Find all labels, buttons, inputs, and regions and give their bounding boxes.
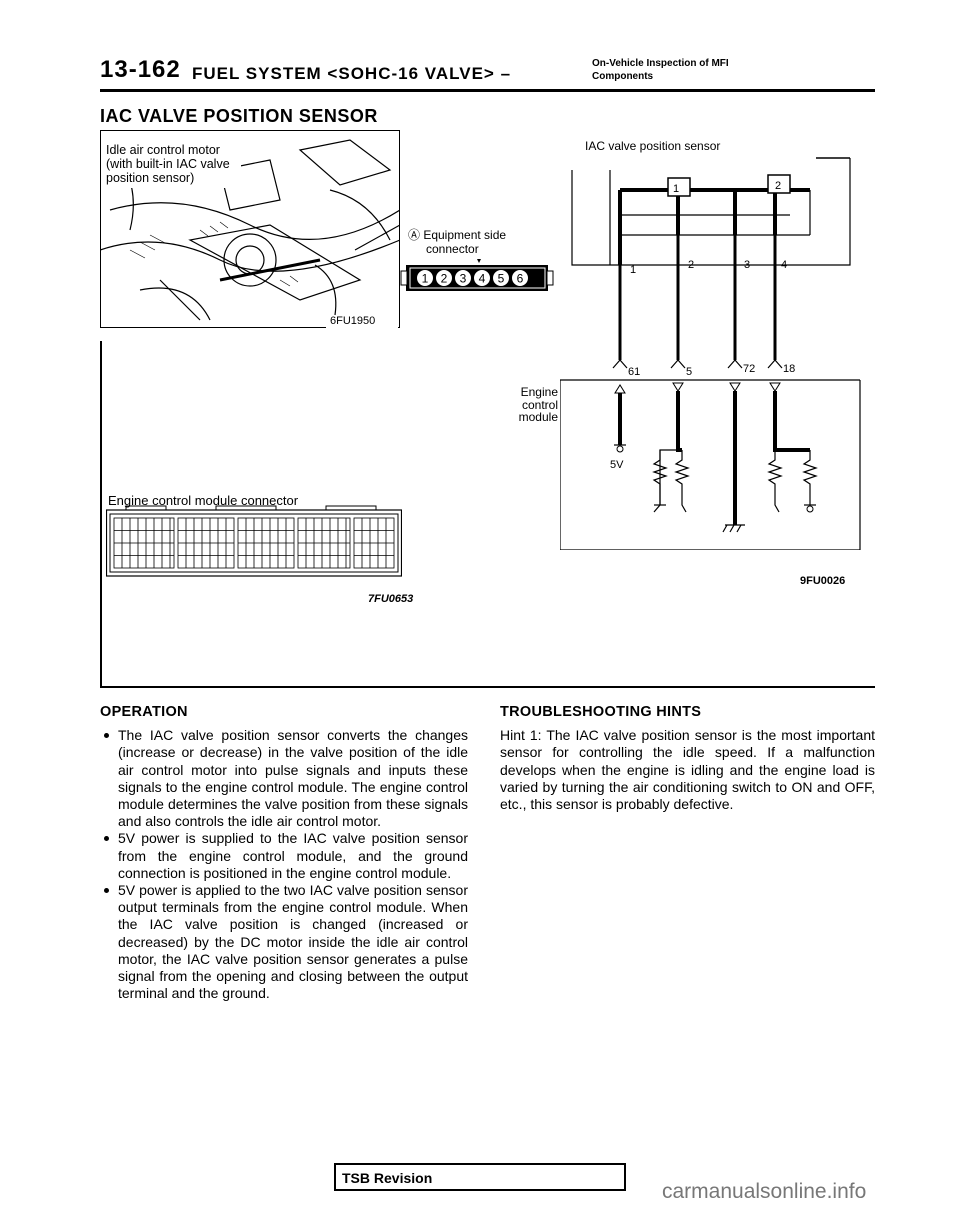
connector-pin-6-label: 6 bbox=[517, 272, 524, 286]
terminal-3-label: 3 bbox=[744, 259, 750, 271]
equipment-connector-label-line-1: Ⓐ Equipment side bbox=[408, 228, 507, 242]
connector-pin-5 bbox=[492, 269, 510, 287]
chapter-title: FUEL SYSTEM <SOHC-16 VALVE> – bbox=[192, 64, 512, 83]
troubleshooting-section: TROUBLESHOOTING HINTS Hint 1: The IAC va… bbox=[500, 704, 875, 813]
sensor-pin-1-label: 1 bbox=[673, 183, 679, 195]
connector-pin-1 bbox=[416, 269, 434, 287]
photo-label-line-2: (with built-in IAC valve bbox=[106, 157, 230, 171]
engine-photo-illustration bbox=[100, 130, 400, 328]
photo-code: 6FU1950 bbox=[330, 315, 376, 327]
equipment-connector-label: Ⓐ Equipment side connector bbox=[408, 228, 506, 256]
frame-bottom-border bbox=[100, 686, 875, 688]
bullet-icon bbox=[104, 836, 109, 842]
section-title: IAC VALVE POSITION SENSOR bbox=[100, 106, 378, 126]
connector-lock-mark bbox=[477, 259, 481, 263]
connector-pin-5-label: 5 bbox=[498, 272, 505, 286]
operation-bullet-3: 5V power is applied to the two IAC valve… bbox=[100, 882, 468, 1002]
photo-label-line-3: position sensor) bbox=[106, 171, 195, 185]
ecm-pin-5-label: 5 bbox=[686, 366, 692, 378]
operation-heading: OPERATION bbox=[100, 704, 188, 720]
voltage-label: 5V bbox=[610, 459, 624, 471]
connector-pin-1-label: 1 bbox=[422, 272, 429, 286]
ecm-label-line-1: Engine bbox=[520, 385, 558, 399]
page-number: 13-162 bbox=[100, 56, 181, 83]
watermark: carmanualsonline.info bbox=[662, 1180, 867, 1203]
operation-section: OPERATION The IAC valve position sensor … bbox=[100, 704, 468, 1002]
terminal-1-label: 1 bbox=[630, 264, 636, 276]
tsb-revision-box: TSB Revision bbox=[334, 1163, 626, 1191]
terminal-2-label: 2 bbox=[688, 259, 694, 271]
ecm-pin-72-label: 72 bbox=[743, 363, 755, 375]
sensor-pin-2-box bbox=[767, 174, 791, 194]
ecm-connector-diagram bbox=[106, 505, 402, 577]
frame-left-border bbox=[100, 341, 102, 686]
operation-bullet-3-text: 5V power is applied to the two IAC valve… bbox=[118, 882, 468, 1002]
operation-bullet-2-text: 5V power is supplied to the IAC valve po… bbox=[118, 830, 468, 881]
operation-bullet-2: 5V power is supplied to the IAC valve po… bbox=[100, 830, 468, 882]
ecm-pin-18-label: 18 bbox=[783, 363, 795, 375]
bullet-icon bbox=[104, 733, 109, 739]
ecm-connector-label: Engine control module connector bbox=[108, 493, 299, 508]
terminal-4-label: 4 bbox=[781, 259, 787, 271]
sensor-label: IAC valve position sensor bbox=[585, 139, 721, 153]
left-figure-code: 7FU0653 bbox=[368, 593, 414, 605]
ecm-label-line-3: module bbox=[518, 410, 558, 424]
sensor-pin-2-label: 2 bbox=[775, 180, 781, 192]
troubleshooting-hint-1: Hint 1: The IAC valve position sensor is… bbox=[500, 727, 875, 813]
figure-frame bbox=[100, 128, 875, 688]
photo-label-line-1: Idle air control motor bbox=[106, 143, 220, 157]
ecm-pin-61-label: 61 bbox=[628, 366, 640, 378]
troubleshooting-heading: TROUBLESHOOTING HINTS bbox=[500, 704, 702, 720]
connector-pin-2 bbox=[435, 269, 453, 287]
operation-bullet-1-text: The IAC valve position sensor converts t… bbox=[118, 727, 468, 830]
connector-pin-4 bbox=[473, 269, 491, 287]
connector-pin-6 bbox=[511, 269, 529, 287]
operation-bullet-1: The IAC valve position sensor converts t… bbox=[100, 727, 468, 830]
connector-pin-2-label: 2 bbox=[441, 272, 448, 286]
connector-pin-4-label: 4 bbox=[479, 272, 486, 286]
ecm-label: Engine control module bbox=[508, 386, 558, 424]
sensor-pin-1-box bbox=[667, 177, 691, 197]
equipment-connector-label-line-2: connector bbox=[426, 242, 479, 256]
connector-pin-3 bbox=[454, 269, 472, 287]
ecm-label-line-2: control bbox=[521, 397, 558, 412]
connector-pin-3-label: 3 bbox=[460, 272, 467, 286]
equipment-side-connector: 1 2 3 4 5 6 bbox=[400, 259, 554, 291]
subtitle-line-1: On-Vehicle Inspection of MFI bbox=[592, 58, 729, 69]
chapter-subtitle: On-Vehicle Inspection of MFI Components bbox=[592, 57, 729, 83]
subtitle-line-2: Components bbox=[592, 71, 654, 82]
bullet-icon bbox=[104, 888, 109, 894]
circuit-diagram: 1 2 1 2 3 4 61 5 72 18 5V bbox=[560, 157, 861, 550]
photo-label: Idle air control motor (with built-in IA… bbox=[106, 143, 230, 185]
right-figure-code: 9FU0026 bbox=[800, 575, 846, 587]
header-rule bbox=[100, 89, 875, 92]
